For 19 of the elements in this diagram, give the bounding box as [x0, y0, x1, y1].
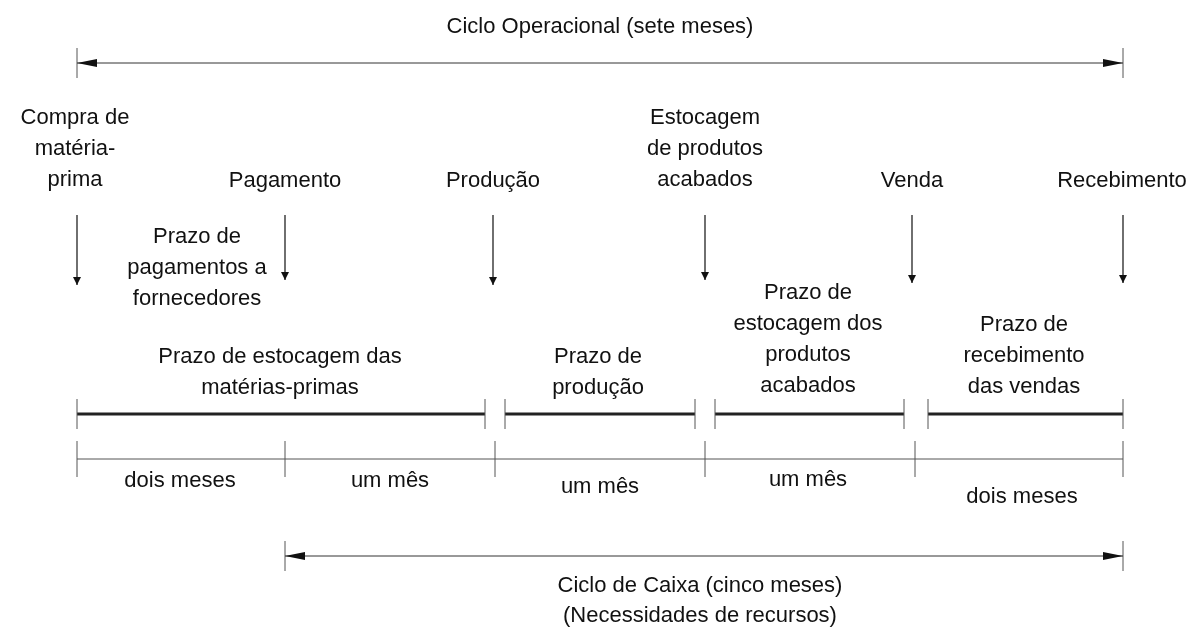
event-label: Pagamento: [228, 165, 342, 194]
event-label: Recebimento: [1057, 165, 1187, 194]
period-label: Prazo de produção: [551, 341, 645, 401]
cycle-label: Ciclo de Caixa (cinco meses): [557, 570, 843, 599]
period-label: Prazo de estocagem das matérias-primas: [157, 341, 403, 401]
period-label: Prazo de estocagem dos produtos acabados: [732, 277, 884, 399]
note: (Necessidades de recursos): [563, 600, 837, 628]
event-label: Produção: [445, 165, 541, 194]
period-label: Prazo de recebimento das vendas: [962, 309, 1086, 400]
duration-label: dois meses: [966, 481, 1078, 510]
duration-label: um mês: [350, 465, 430, 494]
duration-label: dois meses: [124, 465, 236, 494]
event-label: Compra de matéria-prima: [19, 102, 131, 193]
duration-label: um mês: [768, 464, 848, 493]
event-label: Venda: [880, 165, 944, 194]
cycle-label: Ciclo Operacional (sete meses): [446, 11, 754, 40]
event-label: Estocagem de produtos acabados: [645, 102, 765, 193]
period-label: Prazo de pagamentos a fornecedores: [126, 221, 268, 312]
duration-label: um mês: [560, 471, 640, 500]
